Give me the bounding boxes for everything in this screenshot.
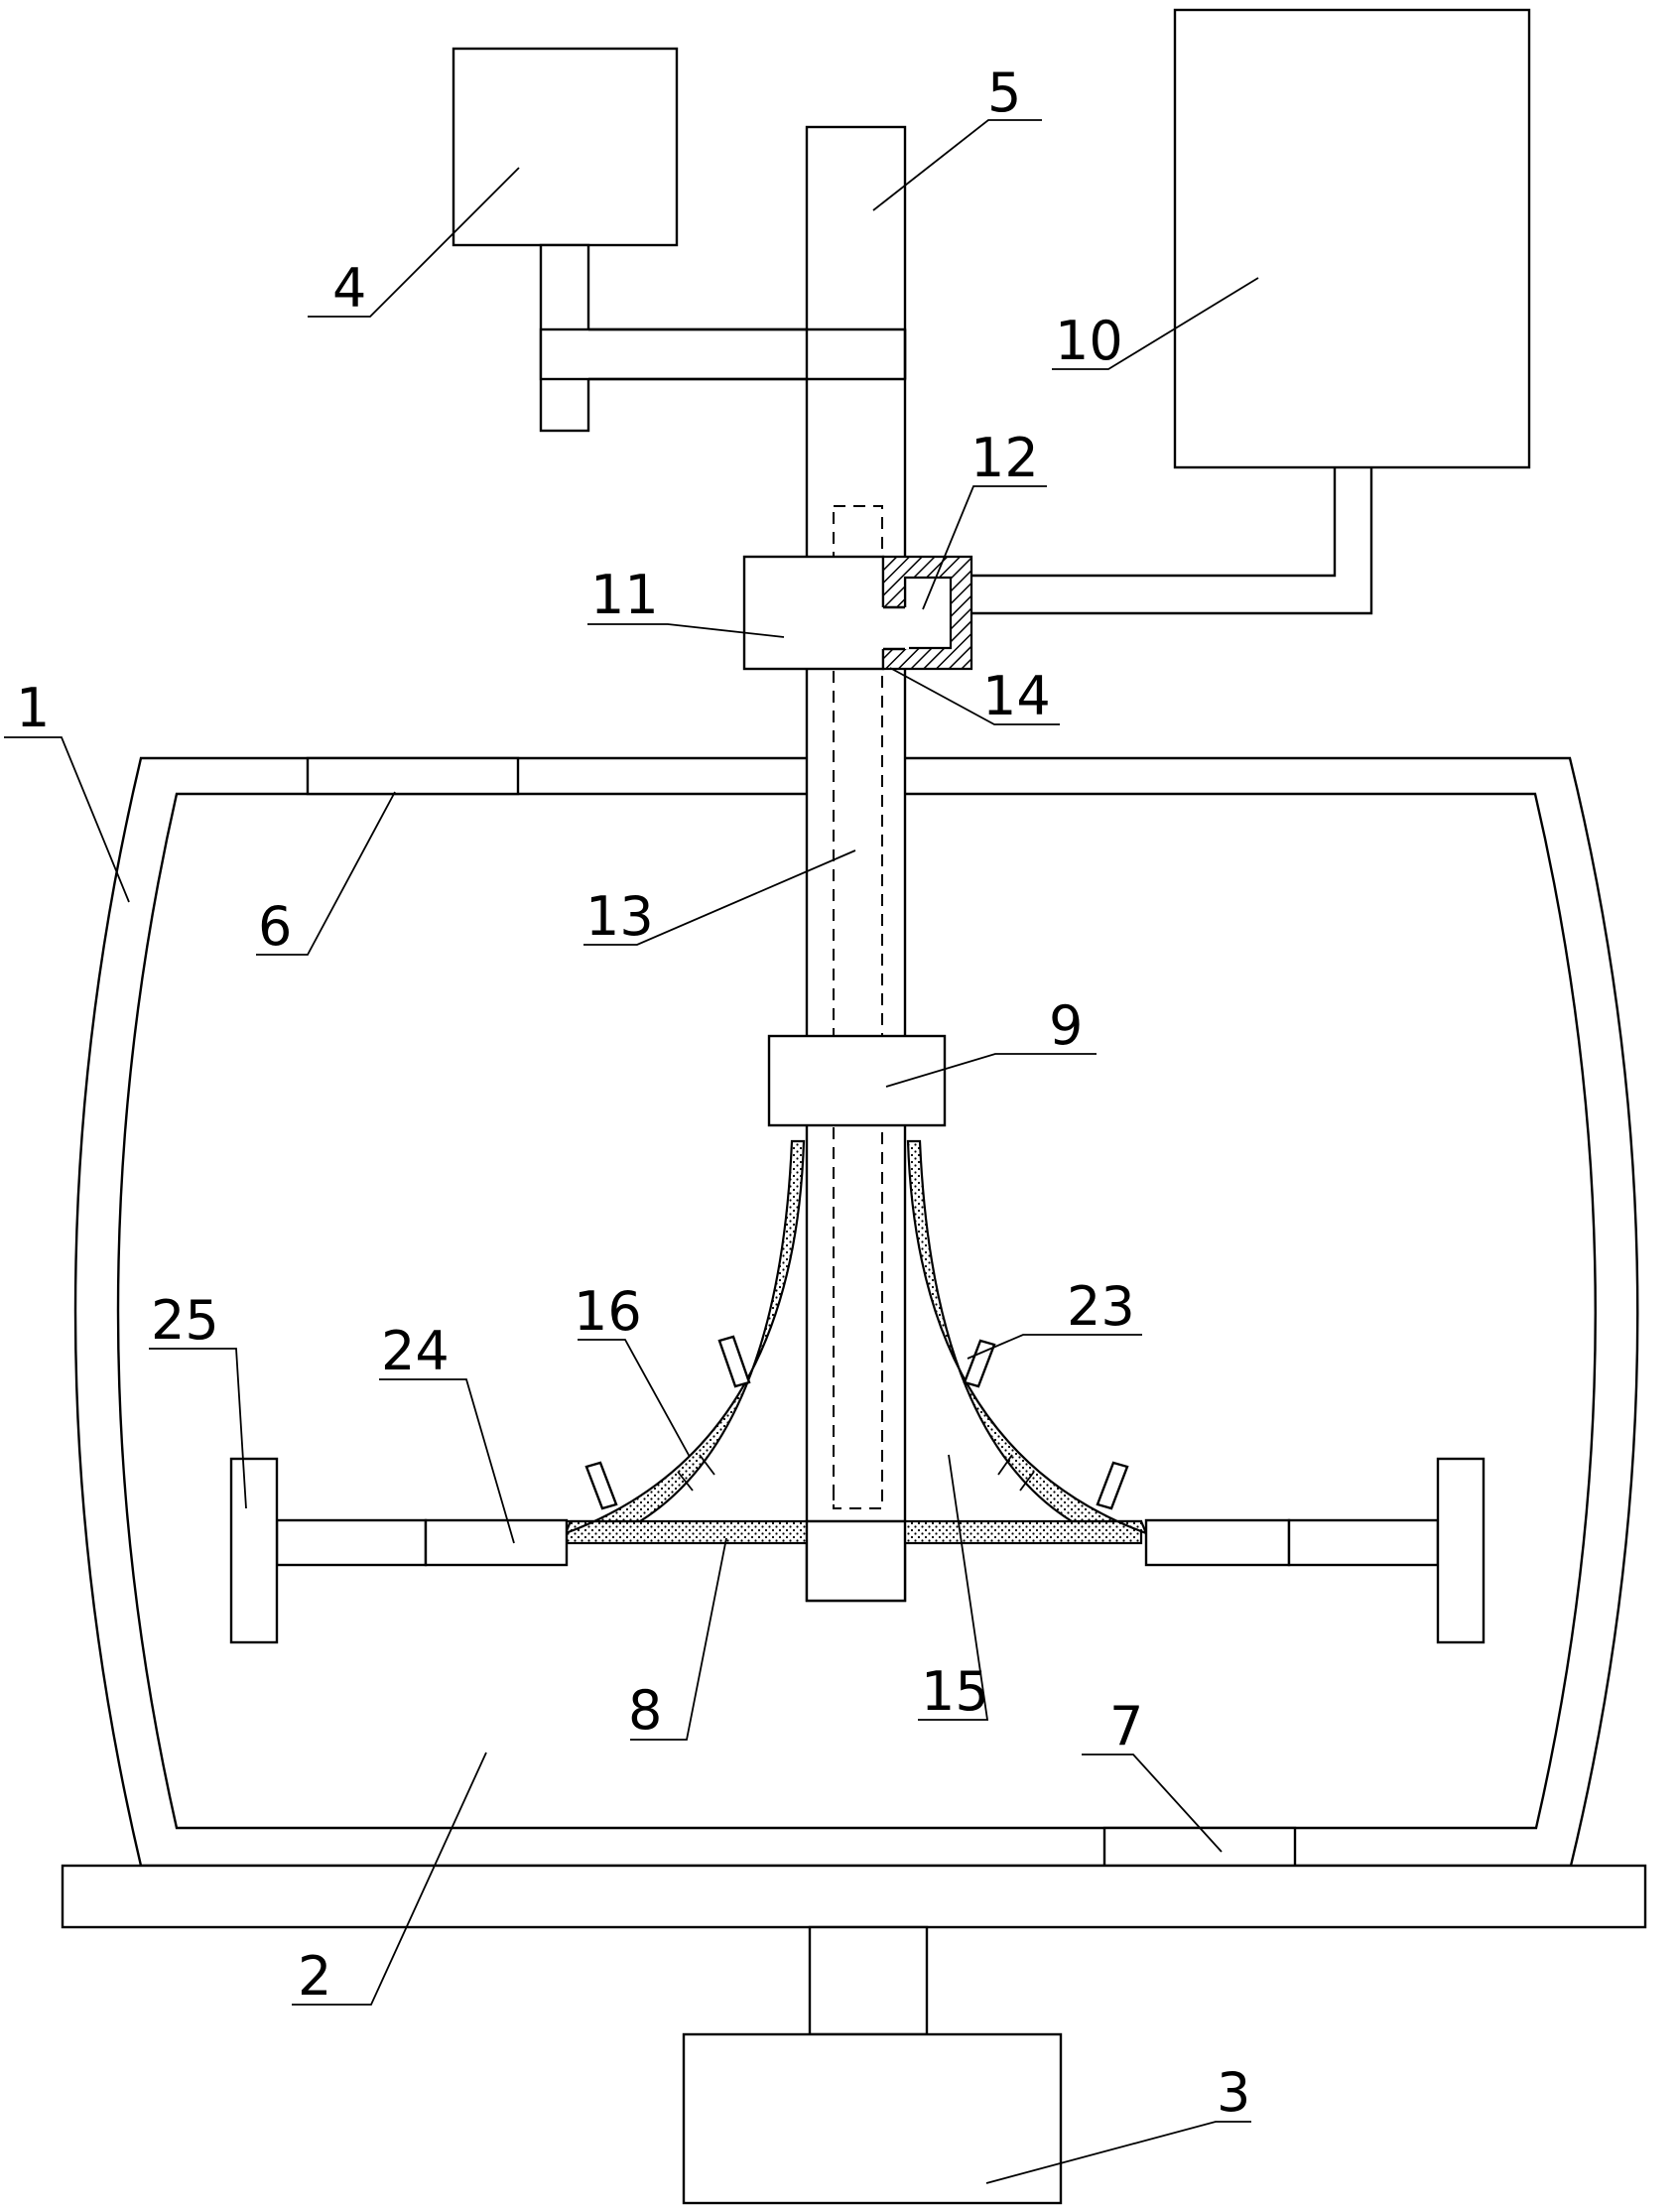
- side-scraper-right: [1436, 1457, 1486, 1644]
- label-24: 24: [381, 1320, 450, 1382]
- label-8: 8: [628, 1679, 662, 1742]
- seal-opening: [879, 607, 909, 649]
- label-16: 16: [574, 1280, 642, 1343]
- label-3: 3: [1217, 2061, 1250, 2124]
- rod-inner-left: [424, 1518, 569, 1567]
- label-10: 10: [1055, 310, 1123, 372]
- leader-lines: [4, 119, 1259, 2184]
- main-shaft-lower: [805, 1519, 907, 1603]
- label-1: 1: [16, 677, 50, 739]
- tooth-left-lower: [584, 1461, 618, 1510]
- curved-arm-right: [906, 1139, 1148, 1535]
- label-13: 13: [585, 885, 654, 948]
- label-9: 9: [1049, 994, 1083, 1057]
- outlet-port: [1102, 1826, 1297, 1868]
- rod-outer-left: [275, 1518, 428, 1567]
- arm-segment-left-2: [699, 1454, 715, 1476]
- label-11: 11: [590, 564, 659, 626]
- tooth-right-upper: [963, 1339, 996, 1388]
- tooth-left-upper: [717, 1335, 751, 1388]
- label-5: 5: [987, 62, 1021, 124]
- rotary-joint: [742, 555, 885, 671]
- arm-segment-right-1: [1019, 1471, 1035, 1492]
- rod-inner-right: [1144, 1518, 1291, 1567]
- label-4: 4: [332, 257, 366, 320]
- label-23: 23: [1067, 1275, 1135, 1338]
- rod-outer-right: [1287, 1518, 1440, 1567]
- pump-box: [1173, 8, 1531, 469]
- top-motor: [452, 47, 679, 247]
- base-plate: [61, 1864, 1647, 1929]
- internal-channel: [833, 505, 883, 1509]
- arm-segment-right-2: [997, 1454, 1013, 1476]
- side-scraper-left: [229, 1457, 279, 1644]
- label-2: 2: [298, 1945, 331, 2008]
- bottom-motor: [682, 2032, 1063, 2205]
- label-25: 25: [151, 1289, 219, 1352]
- pump-pipe-upper: [971, 467, 1337, 578]
- tooth-right-lower: [1096, 1461, 1129, 1510]
- inlet-port: [306, 756, 520, 796]
- label-7: 7: [1109, 1695, 1143, 1757]
- arm-segment-left-1: [677, 1471, 694, 1492]
- tank-inner-wall: [116, 792, 1597, 1830]
- curved-arm-left: [564, 1139, 806, 1535]
- part-number-labels: 1 2 3 4 5 6 7 8 9 10 11 12 13 14 15 16 2…: [16, 62, 1250, 2124]
- label-15: 15: [921, 1660, 989, 1723]
- label-6: 6: [258, 895, 292, 958]
- main-shaft: [805, 125, 907, 1603]
- label-14: 14: [982, 665, 1051, 727]
- label-12: 12: [970, 427, 1039, 489]
- pump-pipe-lower: [971, 467, 1373, 615]
- shaft-collar: [767, 1034, 947, 1127]
- bottom-motor-shaft: [808, 1925, 929, 2036]
